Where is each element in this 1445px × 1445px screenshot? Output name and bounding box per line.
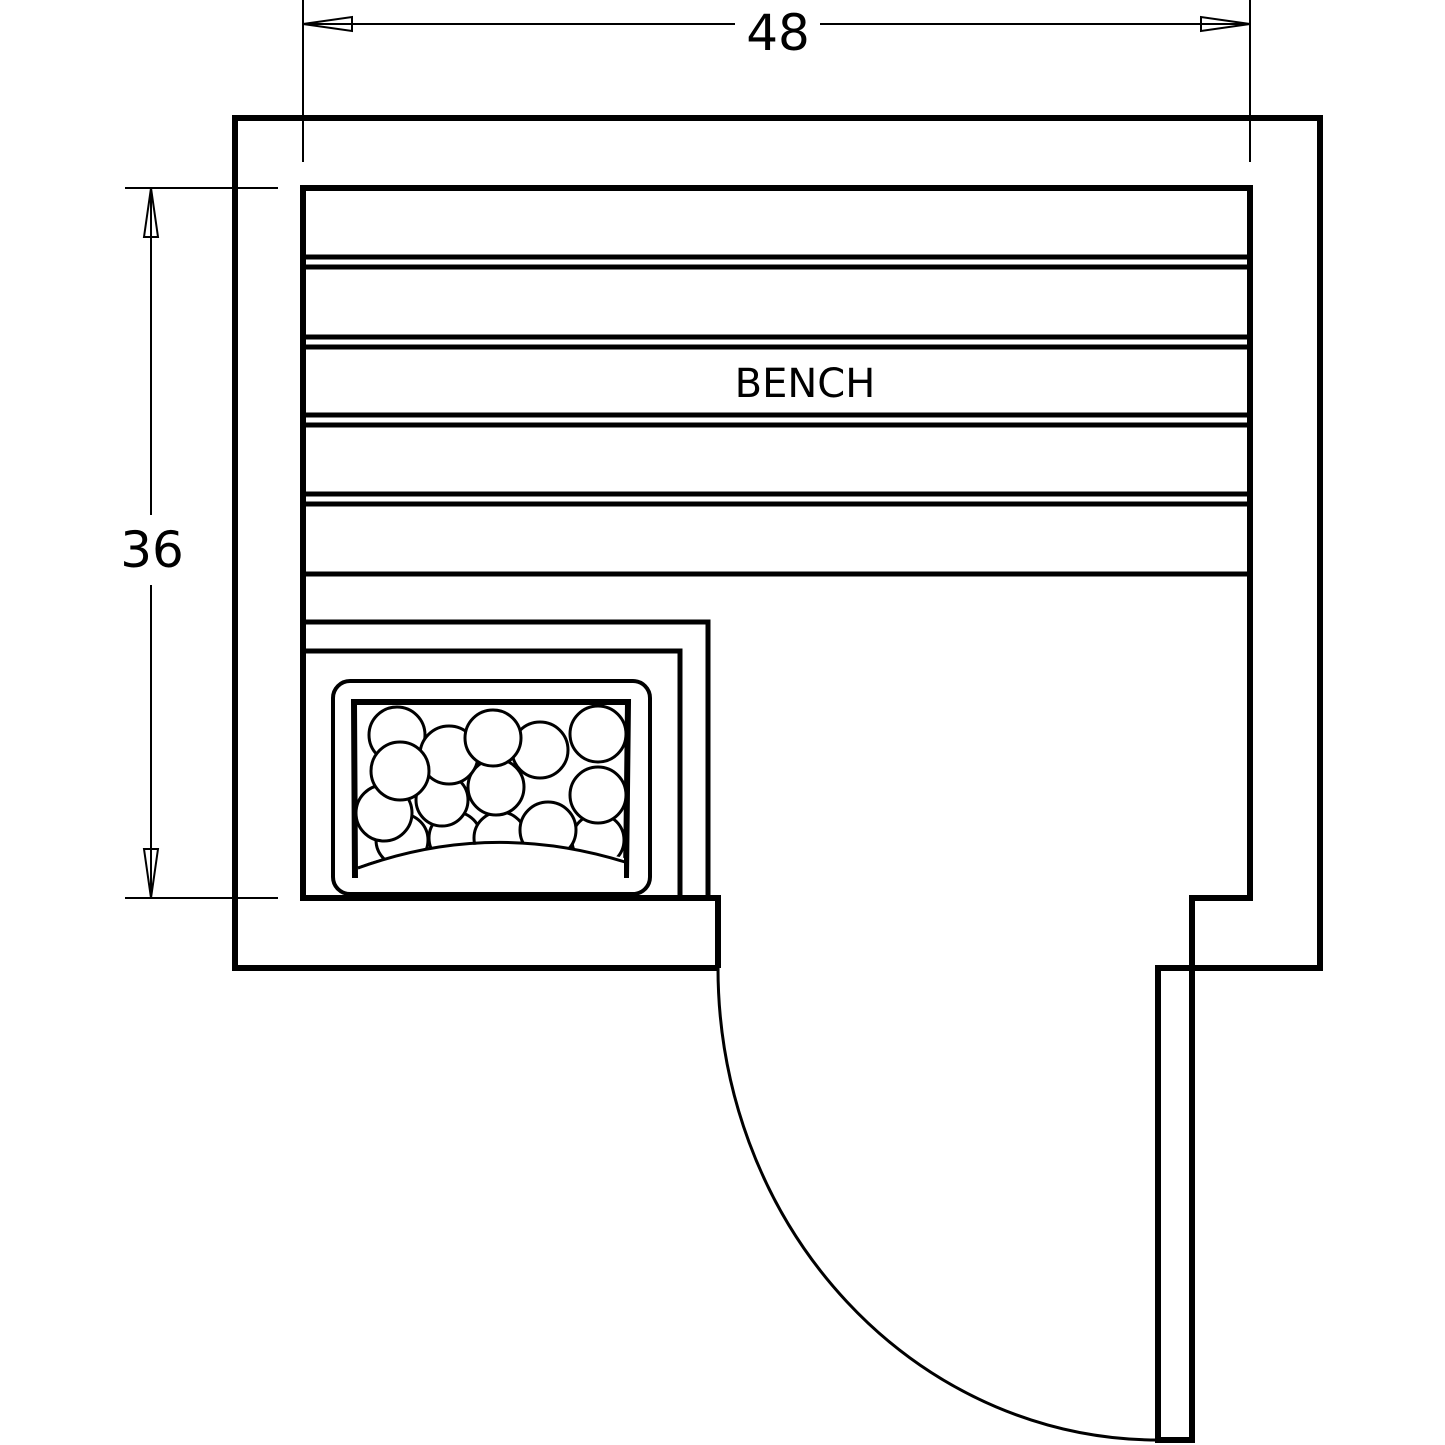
- width-dimension: [302, 0, 1251, 162]
- outer-wall: [232, 115, 1323, 971]
- arrow-right-icon: [1200, 15, 1251, 33]
- heater-guard-inner: [303, 648, 683, 898]
- arrow-left-icon: [302, 15, 353, 33]
- arrow-up-icon: [142, 187, 160, 238]
- door[interactable]: [1155, 965, 1195, 1443]
- heater-guard-outer: [303, 619, 711, 898]
- door-swing-arc: [716, 967, 1159, 1442]
- inner-wall: [300, 185, 1253, 1440]
- depth-dimension: [125, 187, 278, 899]
- bench-label: BENCH: [735, 361, 876, 407]
- depth-label: 36: [120, 521, 184, 579]
- arrow-down-icon: [142, 848, 160, 899]
- width-label: 48: [746, 4, 810, 62]
- bench: [303, 254, 1250, 577]
- heater: [331, 679, 652, 896]
